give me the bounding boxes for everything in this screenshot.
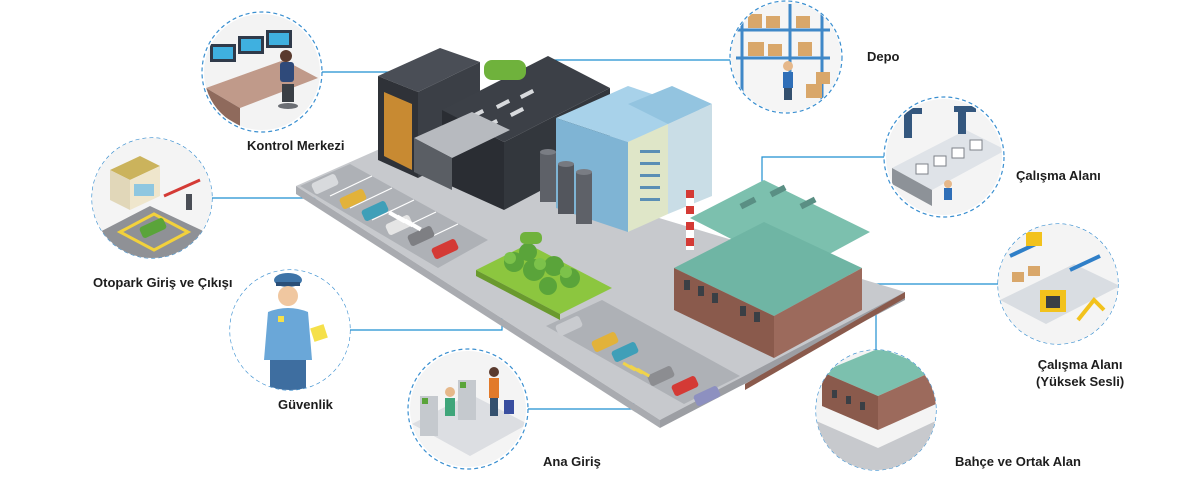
- label-calisma-alani: Çalışma Alanı: [1016, 168, 1101, 183]
- parking-gate-icon: [92, 138, 212, 258]
- circle-guvenlik: [229, 269, 351, 391]
- circle-depo: [729, 0, 843, 114]
- conveyor-icon: [998, 224, 1118, 344]
- circle-kontrol-merkezi: [201, 11, 323, 133]
- label-calisma-yuksek-line1: Çalışma Alanı: [1037, 357, 1123, 372]
- label-otopark: Otopark Giriş ve Çıkışı: [93, 275, 233, 290]
- turnstile-icon: [410, 351, 526, 467]
- security-guard-icon: [230, 270, 350, 390]
- control-room-icon: [204, 14, 320, 130]
- label-calisma-yuksek: Çalışma Alanı (Yüksek Sesli): [1036, 356, 1124, 390]
- silos: [540, 149, 592, 224]
- circle-ana-giris: [407, 348, 529, 470]
- facility-illustration: [296, 48, 905, 428]
- circle-bahce: [815, 349, 937, 471]
- robot-arm-icon: [886, 99, 1002, 215]
- green-roof-hall: [690, 180, 870, 272]
- parked-cars-right: [555, 316, 721, 406]
- label-bahce: Bahçe ve Ortak Alan: [955, 454, 1081, 469]
- ground-platform: [296, 140, 905, 420]
- label-kontrol-merkezi: Kontrol Merkezi: [247, 138, 345, 153]
- circle-calisma-alani: [883, 96, 1005, 218]
- circle-calisma-yuksek: [997, 223, 1119, 345]
- circle-otopark: [91, 137, 213, 259]
- label-guvenlik: Güvenlik: [278, 397, 333, 412]
- garden-icon: [816, 350, 936, 470]
- label-ana-giris: Ana Giriş: [543, 454, 601, 469]
- label-depo: Depo: [867, 49, 900, 64]
- label-calisma-yuksek-line2: (Yüksek Sesli): [1036, 374, 1125, 389]
